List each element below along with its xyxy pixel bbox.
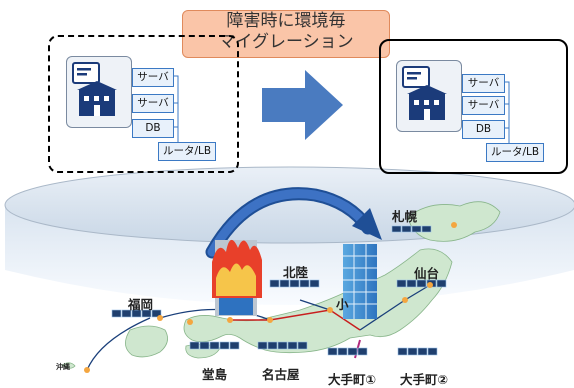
server-racks [111, 225, 447, 356]
banner-line-1: 障害時に環境毎 [226, 11, 346, 31]
region-small: 小 [336, 297, 349, 312]
region-nagoya: 名古屋 [262, 367, 300, 382]
application-icon-b [396, 60, 462, 132]
banner-line-2: マイグレーション [218, 32, 354, 52]
db-b: DB [462, 120, 505, 139]
server-b-2: サーバ [462, 96, 505, 115]
network-nodes [84, 222, 457, 373]
application-icon-a [66, 56, 132, 128]
region-dojima: 堂島 [202, 367, 228, 382]
region-otemachi-1: 大手町① [328, 372, 377, 387]
building-icon [72, 62, 117, 116]
environment-a [48, 35, 239, 173]
burning-datacenter [212, 239, 262, 316]
region-hokuriku: 北陸 [283, 265, 309, 280]
region-fukuoka: 福岡 [128, 297, 154, 312]
region-okinawa: 沖縄 [56, 363, 70, 371]
migration-banner: 障害時に環境毎 マイグレーション [182, 10, 390, 58]
standby-datacenter [343, 244, 377, 319]
db-a: DB [132, 119, 174, 138]
building-icon [402, 66, 447, 120]
router-a: ルータ/LB [158, 142, 216, 161]
migration-arrow [262, 70, 343, 140]
failover-arrow [205, 187, 382, 259]
server-a-2: サーバ [132, 94, 174, 113]
router-b: ルータ/LB [486, 143, 544, 162]
region-sapporo: 札幌 [392, 209, 418, 224]
environment-b [379, 39, 568, 174]
region-sendai: 仙台 [414, 266, 440, 281]
server-a-1: サーバ [132, 68, 174, 87]
region-otemachi-2: 大手町② [400, 372, 449, 387]
server-b-1: サーバ [462, 74, 505, 93]
